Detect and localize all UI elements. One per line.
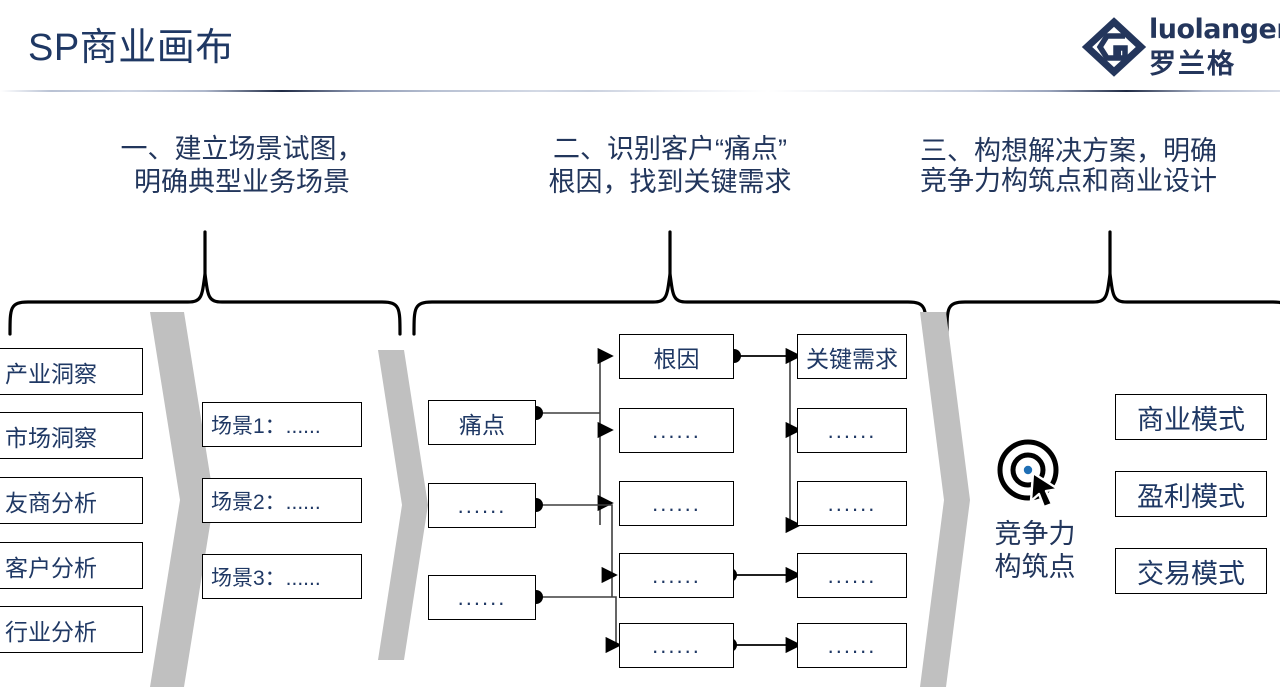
brace-section-two xyxy=(410,230,930,336)
keyneed-box-label: ...... xyxy=(827,562,877,588)
header-divider xyxy=(0,90,1280,92)
rootcause-box-label: ...... xyxy=(652,490,701,516)
rootcause-box-label: ...... xyxy=(652,632,701,658)
brace-section-three xyxy=(943,230,1280,336)
analysis-box[interactable]: 客户分析 xyxy=(0,542,143,589)
keyneed-box[interactable]: 关键需求 xyxy=(797,334,907,379)
model-box-label: 交易模式 xyxy=(1137,558,1245,589)
keyneed-box-label: ...... xyxy=(827,632,877,658)
chevron-arrow-left xyxy=(150,312,218,687)
scene-box-label: 场景3：...... xyxy=(211,566,321,590)
rootcause-box[interactable]: ...... xyxy=(619,408,734,453)
model-box-label: 商业模式 xyxy=(1137,404,1245,435)
analysis-box-label: 产业洞察 xyxy=(5,360,97,387)
section-heading-one: 一、建立场景试图， 明确典型业务场景 xyxy=(120,134,364,197)
keyneed-box-label: ...... xyxy=(827,490,877,516)
painpoint-box[interactable]: ...... xyxy=(428,483,536,528)
keyneed-box-label: ...... xyxy=(827,417,877,443)
analysis-box-label: 客户分析 xyxy=(5,554,97,581)
page-title: SP商业画布 xyxy=(28,27,234,69)
painpoint-box[interactable]: ...... xyxy=(428,575,536,620)
scene-box[interactable]: 场景3：...... xyxy=(202,554,362,599)
painpoint-box[interactable]: 痛点 xyxy=(428,400,536,445)
rootcause-box[interactable]: ...... xyxy=(619,481,734,526)
model-box[interactable]: 商业模式 xyxy=(1115,394,1267,440)
rootcause-box-label: 根因 xyxy=(653,345,700,372)
logo-latin-text: luolanger xyxy=(1149,14,1280,45)
painpoint-box-label: ...... xyxy=(457,584,507,610)
scene-box[interactable]: 场景1：...... xyxy=(202,402,362,447)
target-cursor-icon xyxy=(995,437,1067,509)
scene-box-label: 场景2：...... xyxy=(211,490,321,514)
analysis-box-label: 友商分析 xyxy=(5,489,97,516)
keyneed-box[interactable]: ...... xyxy=(797,408,907,453)
brace-section-one xyxy=(6,230,404,336)
analysis-box[interactable]: 行业分析 xyxy=(0,606,143,653)
brand-logo: luolanger 罗兰格 xyxy=(1081,14,1280,79)
diamond-logo-icon xyxy=(1081,17,1147,77)
chevron-arrow-right xyxy=(920,312,972,687)
scene-box-label: 场景1：...... xyxy=(211,414,321,438)
section-heading-two: 二、识别客户“痛点” 根因，找到关键需求 xyxy=(548,134,792,197)
rootcause-box[interactable]: 根因 xyxy=(619,334,734,379)
painpoint-box-label: 痛点 xyxy=(459,411,505,438)
rootcause-box[interactable]: ...... xyxy=(619,623,734,668)
analysis-box[interactable]: 产业洞察 xyxy=(0,348,143,395)
logo-chinese-text: 罗兰格 xyxy=(1149,49,1236,79)
analysis-box[interactable]: 友商分析 xyxy=(0,477,143,524)
analysis-box-label: 市场洞察 xyxy=(5,424,97,451)
keyneed-box[interactable]: ...... xyxy=(797,481,907,526)
model-box-label: 盈利模式 xyxy=(1137,481,1245,512)
analysis-box[interactable]: 市场洞察 xyxy=(0,412,143,459)
rootcause-box-label: ...... xyxy=(652,417,701,443)
keyneed-box-label: 关键需求 xyxy=(806,345,898,372)
competitiveness-label: 竞争力 构筑点 xyxy=(994,519,1076,582)
section-heading-three: 三、构想解决方案，明确 竞争力构筑点和商业设计 xyxy=(920,136,1217,196)
painpoint-box-label: ...... xyxy=(457,492,507,518)
model-box[interactable]: 交易模式 xyxy=(1115,548,1267,594)
rootcause-box[interactable]: ...... xyxy=(619,553,734,598)
keyneed-box[interactable]: ...... xyxy=(797,553,907,598)
scene-box[interactable]: 场景2：...... xyxy=(202,478,362,523)
rootcause-box-label: ...... xyxy=(652,562,701,588)
keyneed-box[interactable]: ...... xyxy=(797,623,907,668)
model-box[interactable]: 盈利模式 xyxy=(1115,471,1267,517)
chevron-arrow-middle xyxy=(378,350,430,660)
analysis-box-label: 行业分析 xyxy=(5,618,97,645)
